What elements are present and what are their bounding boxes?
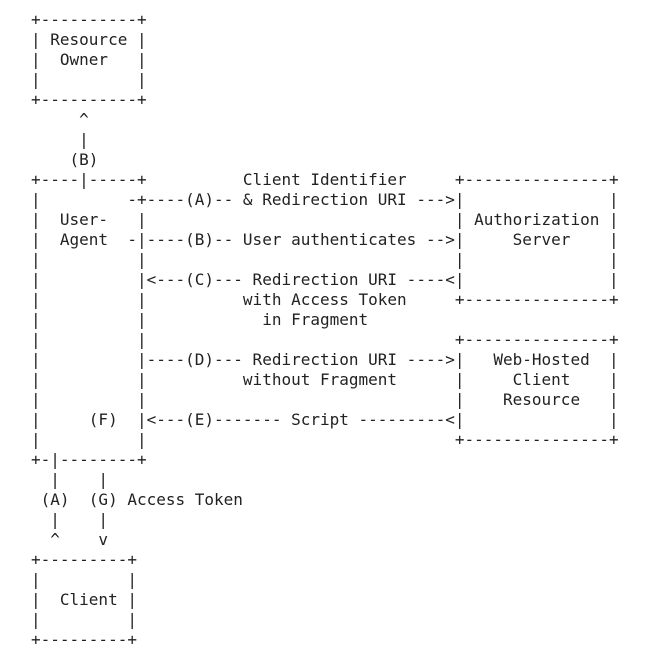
oauth-implicit-grant-flow-diagram: +----------+ | Resource | | Owner | | | … xyxy=(31,10,619,649)
document-page: +----------+ | Resource | | Owner | | | … xyxy=(31,10,619,649)
